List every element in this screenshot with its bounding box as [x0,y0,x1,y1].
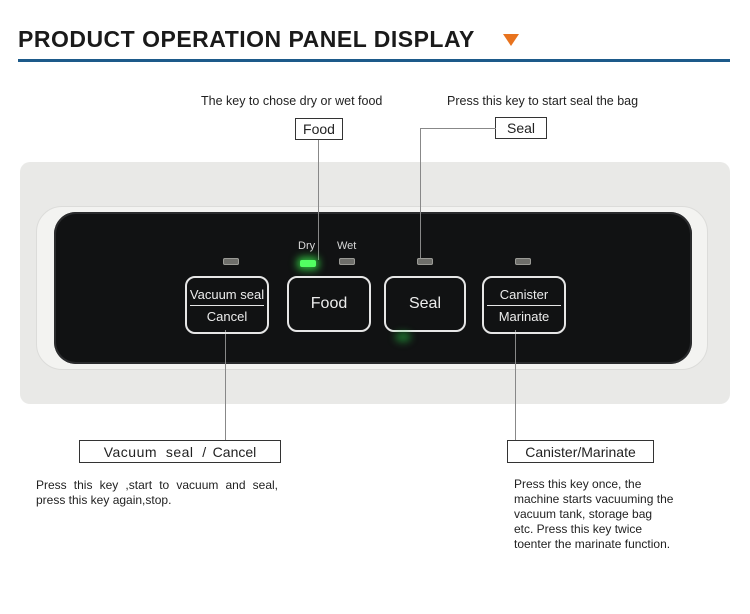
seal-indicator-led [417,258,433,265]
cancel-callout-text: Cancel [212,443,257,460]
canister-marinate-description: Press this key once, the machine starts … [514,477,674,551]
key-divider [190,304,264,306]
seal-leader-line-h [420,128,496,129]
marinate-key-label: Marinate [498,308,550,324]
cancel-key-label: Cancel [206,308,248,324]
vacuum-leader-line [225,330,226,440]
page-title: PRODUCT OPERATION PANEL DISPLAY [18,26,475,52]
wet-label: Wet [337,240,357,252]
vacuum-seal-cancel-key[interactable]: Vacuum seal Cancel [185,276,269,334]
food-key[interactable]: Food [287,276,371,332]
canister-indicator-led [515,258,531,265]
vacuum-seal-callout-text: Vacuum seal / [103,443,207,460]
seal-key[interactable]: Seal [384,276,466,332]
seal-key-label: Seal [408,295,442,312]
panel-reflection-glow [395,332,411,342]
vacuum-seal-key-label: Vacuum seal [189,286,265,302]
canister-marinate-key[interactable]: Canister Marinate [482,276,566,334]
seal-leader-line-v [420,128,421,262]
vacuum-indicator-led [223,258,239,265]
seal-key-hint: Press this key to start seal the bag [447,94,639,108]
header-divider [18,59,730,62]
dry-indicator-led [300,260,316,267]
food-leader-line [318,140,319,260]
triangle-down-icon [503,34,519,46]
vacuum-seal-description: Press this key ,start to vacuum and seal… [36,478,278,507]
canister-leader-line [515,330,516,440]
canister-key-label: Canister [499,286,549,302]
control-panel [54,212,692,364]
food-callout-label: Food [295,118,343,140]
key-divider [487,304,561,306]
canister-marinate-callout-label: Canister/Marinate [507,440,654,463]
dry-label: Dry [298,240,316,252]
vacuum-seal-cancel-callout-label: Vacuum seal / Cancel [79,440,281,463]
seal-callout-label: Seal [495,117,547,139]
food-key-hint: The key to chose dry or wet food [201,94,383,108]
food-key-label: Food [310,295,348,312]
wet-indicator-led [339,258,355,265]
